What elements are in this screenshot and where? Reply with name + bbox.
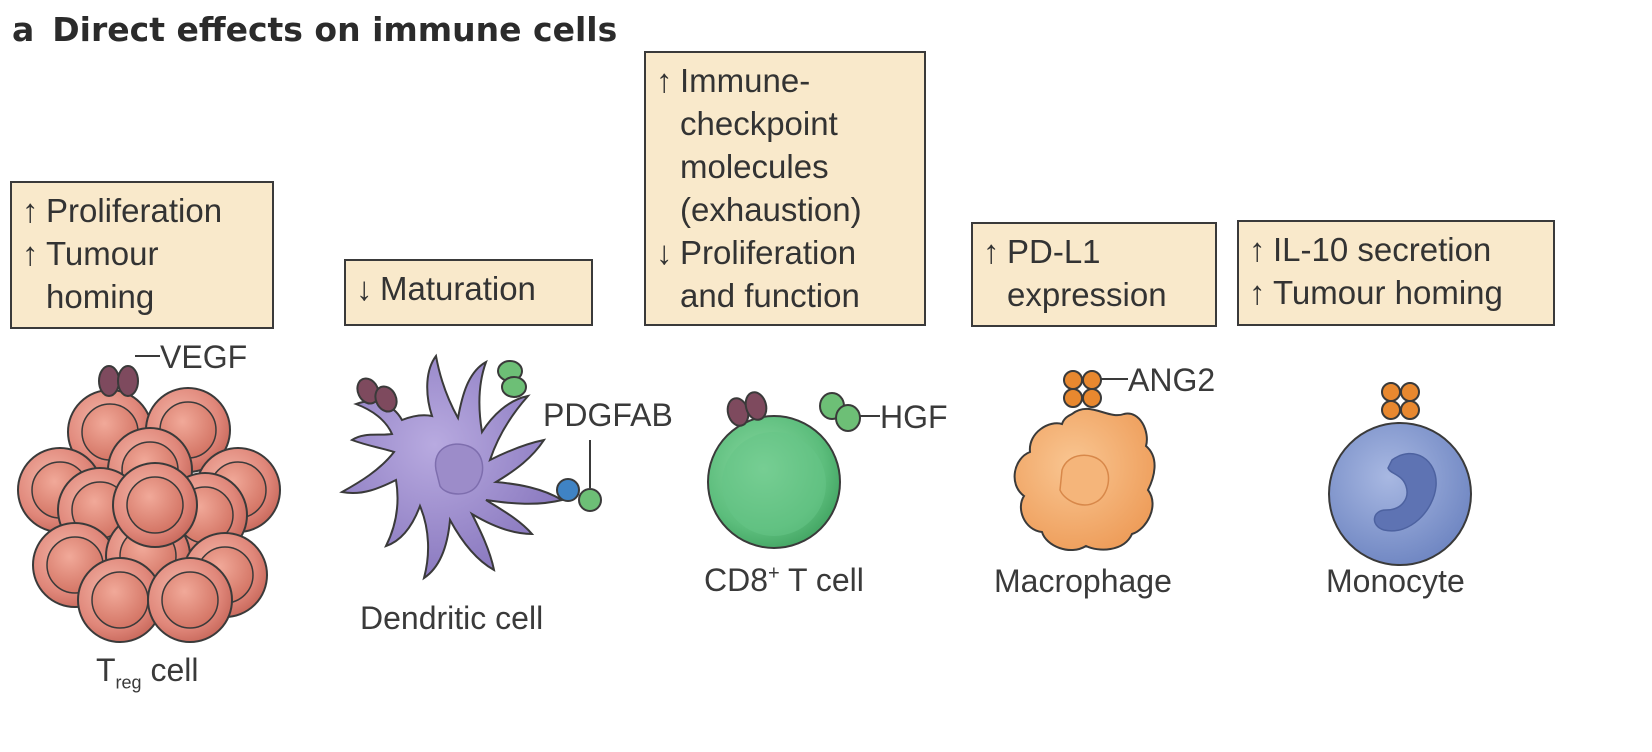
panel-title: a Direct effects on immune cells — [12, 10, 617, 49]
effect-text: Immune- — [680, 62, 811, 99]
hgf-label: HGF — [880, 399, 948, 435]
hgf-receptor-icon — [819, 392, 861, 432]
up-arrow-icon: ↑ — [22, 235, 39, 272]
effect-text: IL-10 secretion — [1273, 231, 1492, 268]
effect-text: expression — [1007, 276, 1167, 313]
dendritic-vegf-receptor-icon — [356, 377, 398, 413]
treg-cell-cluster — [17, 387, 281, 643]
dendritic-cell-icon — [339, 353, 565, 581]
vegf-receptor-icon — [98, 365, 139, 397]
monocyte-ang2-receptor-icon — [1381, 382, 1420, 420]
macrophage-label: Macrophage — [994, 563, 1172, 599]
dendritic-pdgf-receptor-top-icon — [497, 360, 527, 398]
effect-text: molecules — [680, 148, 829, 185]
effect-line: ↑PD-L1 — [983, 230, 1205, 273]
pdgfab-receptor-icon — [556, 478, 602, 512]
macrophage-icon — [1013, 408, 1156, 551]
effect-line: ↑Tumour — [22, 232, 262, 275]
up-arrow-icon: ↑ — [1249, 274, 1266, 311]
vegf-label: VEGF — [160, 339, 248, 375]
up-arrow-icon: ↑ — [1249, 231, 1266, 268]
effect-text: PD-L1 — [1007, 233, 1101, 270]
effect-text: homing — [46, 278, 155, 315]
effect-text: and function — [680, 277, 860, 314]
cd8-effect-box: ↑Immune-checkpoint molecules (exhaustion)↓… — [644, 51, 926, 326]
monocyte-effect-box: ↑IL-10 secretion↑Tumour homing — [1237, 220, 1555, 326]
dendritic-nucleus — [434, 443, 484, 495]
cd8-vegf-receptor-icon — [726, 391, 768, 427]
up-arrow-icon: ↑ — [983, 233, 1000, 270]
effect-line: ↑Tumour homing — [1249, 271, 1543, 314]
up-arrow-icon: ↑ — [22, 192, 39, 229]
treg-cell-nucleus — [91, 571, 149, 629]
pdgfab-label: PDGFAB — [543, 397, 673, 433]
panel-letter: a — [12, 10, 35, 49]
monocyte-label: Monocyte — [1326, 563, 1465, 599]
effect-text: Tumour homing — [1273, 274, 1503, 311]
effect-text: Proliferation — [680, 234, 857, 271]
effect-line: checkpoint — [656, 102, 914, 145]
effect-line: (exhaustion) — [656, 188, 914, 231]
down-arrow-icon: ↓ — [356, 270, 373, 307]
effect-line: ↑IL-10 secretion — [1249, 228, 1543, 271]
effect-line: ↑Immune- — [656, 59, 914, 102]
macrophage-ang2-receptor-icon — [1063, 370, 1102, 408]
effect-text: checkpoint — [680, 105, 838, 142]
dendritic-cell-label: Dendritic cell — [360, 600, 544, 636]
up-arrow-icon: ↑ — [656, 62, 673, 99]
effect-text: Tumour — [46, 235, 159, 272]
monocyte-icon — [1328, 422, 1472, 566]
effect-line: expression — [983, 273, 1205, 316]
effect-line: ↑Proliferation — [22, 189, 262, 232]
effect-line: molecules — [656, 145, 914, 188]
effect-text: Proliferation — [46, 192, 223, 229]
dendritic-effect-box: ↓Maturation — [344, 259, 593, 326]
down-arrow-icon: ↓ — [656, 234, 673, 271]
effect-line: ↓Proliferation — [656, 231, 914, 274]
effect-text: (exhaustion) — [680, 191, 862, 228]
panel-heading: Direct effects on immune cells — [52, 10, 618, 49]
treg-cell-nucleus — [161, 571, 219, 629]
cd8-cell-label: CD8+ T cell — [704, 562, 864, 598]
cd8-t-cell-icon — [707, 415, 841, 549]
effect-line: ↓Maturation — [356, 267, 581, 310]
effect-line: homing — [22, 275, 262, 318]
effect-text: Maturation — [380, 270, 536, 307]
ang2-label: ANG2 — [1128, 362, 1216, 398]
effect-line: and function — [656, 274, 914, 317]
treg-cell-label: Treg cell — [96, 652, 199, 693]
treg-cell-nucleus — [126, 476, 184, 534]
